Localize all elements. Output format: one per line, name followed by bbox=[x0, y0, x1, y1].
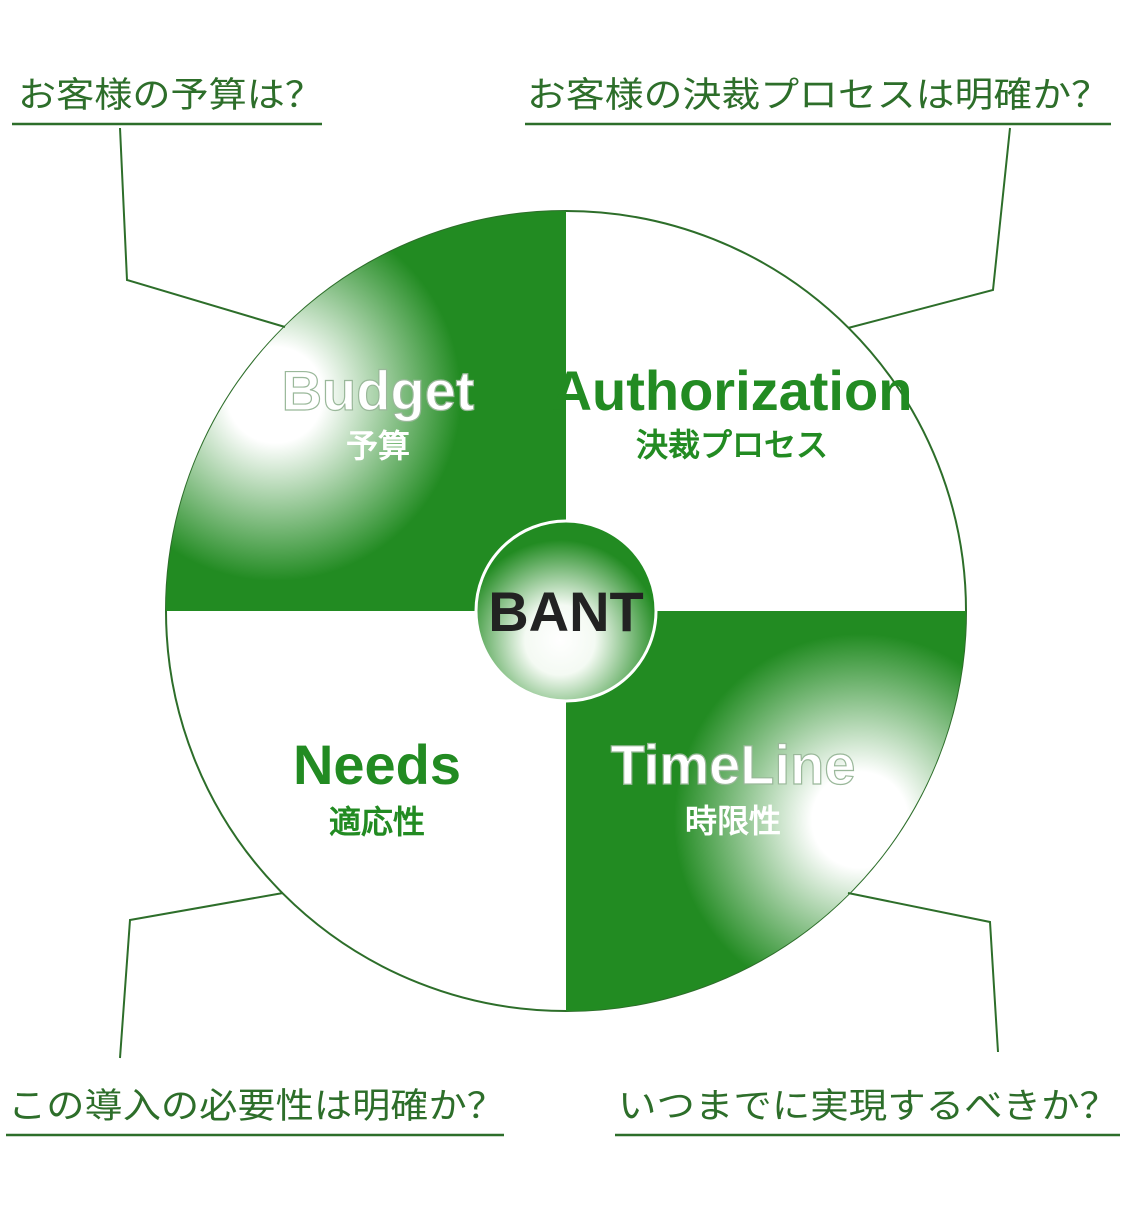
connector-authorization bbox=[847, 127, 1011, 329]
center-circle bbox=[474, 519, 658, 703]
connector-needs bbox=[119, 892, 284, 1059]
center-label: BANT bbox=[488, 580, 644, 643]
authorization-subtitle: 決裁プロセス bbox=[636, 426, 828, 464]
connector-timeline bbox=[847, 892, 999, 1053]
budget-title: Budget bbox=[282, 359, 475, 422]
question-authorization: お客様の決裁プロセスは明確か？ bbox=[527, 76, 1110, 116]
question-needs: この導入の必要性は明確か？ bbox=[8, 1087, 505, 1127]
budget-subtitle: 予算 bbox=[346, 427, 410, 465]
question-timeline: いつまでに実現するべきか？ bbox=[618, 1087, 1118, 1127]
question-budget: お客様の予算は？ bbox=[18, 76, 323, 116]
quadrant-budget bbox=[166, 211, 566, 611]
timeline-subtitle: 時限性 bbox=[685, 802, 781, 840]
needs-title: Needs bbox=[293, 733, 461, 796]
needs-subtitle: 適応性 bbox=[329, 803, 425, 841]
timeline-title: TimeLine bbox=[611, 733, 856, 796]
connector-budget bbox=[119, 127, 286, 328]
authorization-title: Authorization bbox=[552, 359, 913, 422]
quadrant-timeline bbox=[566, 611, 966, 1011]
